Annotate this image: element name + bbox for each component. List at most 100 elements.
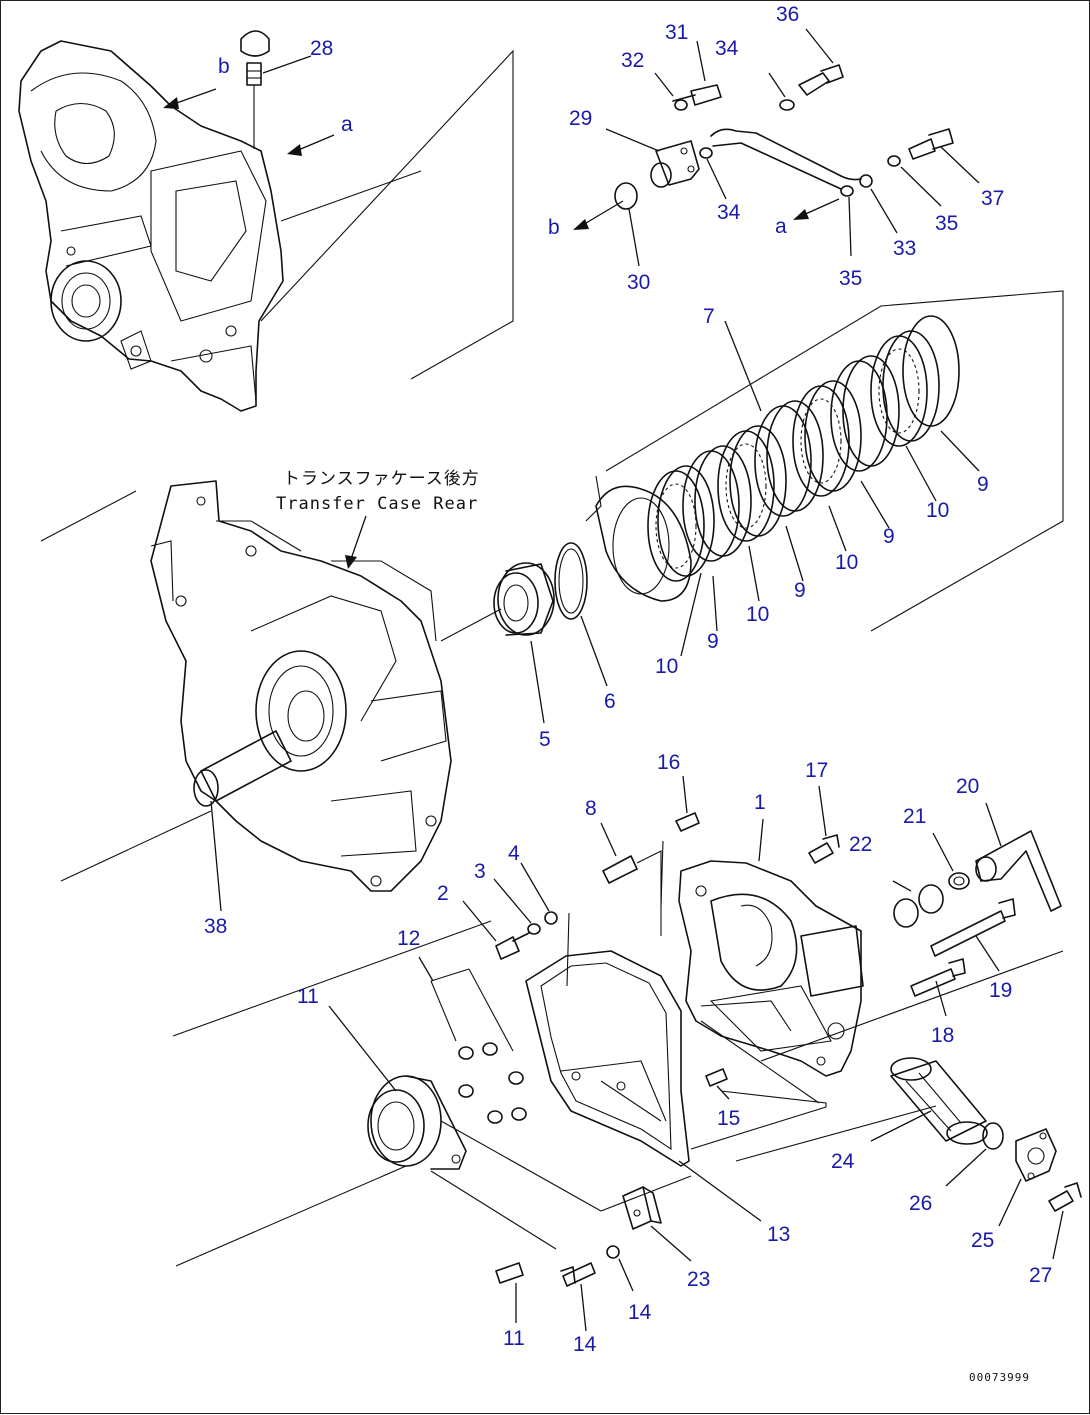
housing-top-left — [18, 40, 284, 412]
part-17-bolt — [930, 898, 1016, 972]
callout-29: 29 — [569, 107, 592, 130]
callout-32: 32 — [621, 49, 644, 72]
part-22-washer — [606, 1245, 634, 1292]
callout-34: 34 — [715, 37, 739, 60]
callout-23: 14 — [573, 1333, 597, 1356]
callout-35: 35 — [935, 212, 958, 235]
callout-6: 6 — [604, 690, 616, 713]
connector-line — [735, 1105, 937, 1162]
callout-26: 26 — [909, 1192, 932, 1215]
connector-line — [760, 950, 1064, 1062]
callout-37: 37 — [981, 187, 1004, 210]
callout-7: 7 — [703, 305, 715, 328]
part-37-bolt — [908, 128, 980, 184]
part-12-plugs — [418, 956, 527, 1124]
callout-2: 2 — [437, 882, 449, 905]
part-11-pin — [495, 1262, 524, 1323]
arrow-a-top — [287, 134, 335, 156]
callout-12: 12 — [397, 927, 420, 950]
connector-line — [600, 1175, 692, 1212]
part-16-bolt — [910, 958, 966, 1017]
connector-line — [280, 170, 422, 222]
part-34-washers — [699, 72, 795, 200]
callout-10-c: 10 — [835, 551, 858, 574]
callout-10-a: 10 — [655, 655, 678, 678]
part-13-gasket — [525, 912, 762, 1222]
callout-20: 22 — [849, 833, 872, 856]
callout-22: 14 — [628, 1301, 652, 1324]
connector-line — [440, 608, 502, 642]
callout-3: 3 — [474, 860, 486, 883]
part-14-pins — [675, 775, 730, 1100]
connector-line — [172, 920, 492, 1037]
callout-28: 28 — [310, 37, 333, 60]
part-15-bolt — [808, 785, 840, 864]
callout-13: 13 — [767, 1223, 790, 1246]
callout-10-b: 10 — [746, 603, 769, 626]
callout-4: 4 — [508, 842, 520, 865]
clutch-plates — [585, 290, 1064, 657]
caption-japanese: トランスファケース後方 — [283, 469, 480, 489]
callout-21: 23 — [687, 1268, 710, 1291]
callout-30: 30 — [627, 271, 650, 294]
callout-27: 27 — [1029, 1264, 1052, 1287]
connector-line — [260, 49, 514, 380]
callouts: 28 b a 31 32 34 36 29 34 b 30 a 35 33 35… — [204, 3, 1052, 1356]
connector-line — [690, 1090, 827, 1150]
part-33-rod — [710, 128, 898, 234]
callout-1: 1 — [754, 791, 766, 814]
callout-9-a: 9 — [707, 630, 719, 653]
callout-35-lower: 35 — [839, 267, 862, 290]
callout-a-right: a — [775, 215, 787, 238]
housing-transfer-case-rear — [150, 480, 452, 912]
part-19-nut — [932, 832, 970, 890]
part-11-seal — [175, 1005, 557, 1267]
callout-24: 24 — [831, 1150, 855, 1173]
part-8-dowel-pin — [600, 822, 662, 936]
part-27-bolt — [1048, 1182, 1082, 1260]
parts-2-3-4-bolt-washers — [462, 862, 558, 960]
connector-line — [40, 490, 137, 542]
part-35-washers — [840, 155, 942, 257]
part-5-bearing — [493, 562, 555, 724]
callout-8: 8 — [585, 797, 597, 820]
arrow-b-upper-right — [573, 200, 624, 230]
callout-34-lower: 34 — [717, 201, 741, 224]
part-20-bushings — [892, 880, 944, 928]
callout-9-b: 9 — [794, 579, 806, 602]
part-18-lever — [975, 802, 1062, 912]
callout-9-c: 9 — [883, 525, 895, 548]
callout-31: 31 — [665, 21, 688, 44]
callout-33: 33 — [893, 237, 916, 260]
arrow-a-upper-right — [793, 198, 840, 220]
connector-line — [60, 810, 212, 882]
callout-15: 17 — [805, 759, 828, 782]
part-1-case — [660, 818, 864, 1104]
callout-10-d: 10 — [926, 499, 949, 522]
document-id: 00073999 — [969, 1371, 1030, 1384]
callout-5: 5 — [539, 728, 551, 751]
part-29-housing — [605, 128, 700, 188]
part-6-snap-ring — [554, 542, 608, 687]
callout-36: 36 — [776, 3, 799, 26]
callout-b-right: b — [548, 216, 560, 239]
part-21-block — [622, 1186, 692, 1262]
part-26-plug — [945, 1122, 1004, 1187]
caption-arrow — [345, 515, 367, 569]
callout-19: 21 — [903, 805, 926, 828]
part-31-32-bolt-washer — [654, 40, 722, 111]
callout-14-lower: 15 — [717, 1107, 740, 1130]
connector-line — [440, 1120, 602, 1212]
callout-16: 18 — [931, 1024, 954, 1047]
part-24-shaft — [870, 1057, 988, 1145]
callout-11: 11 — [297, 985, 319, 1008]
callout-a: a — [341, 113, 353, 136]
part-30-cap — [614, 182, 640, 267]
part-23-bolt — [560, 1262, 596, 1332]
callout-25: 25 — [971, 1229, 994, 1252]
callout-17: 19 — [989, 979, 1012, 1002]
callout-b: b — [218, 55, 230, 78]
callout-18: 20 — [956, 775, 979, 798]
